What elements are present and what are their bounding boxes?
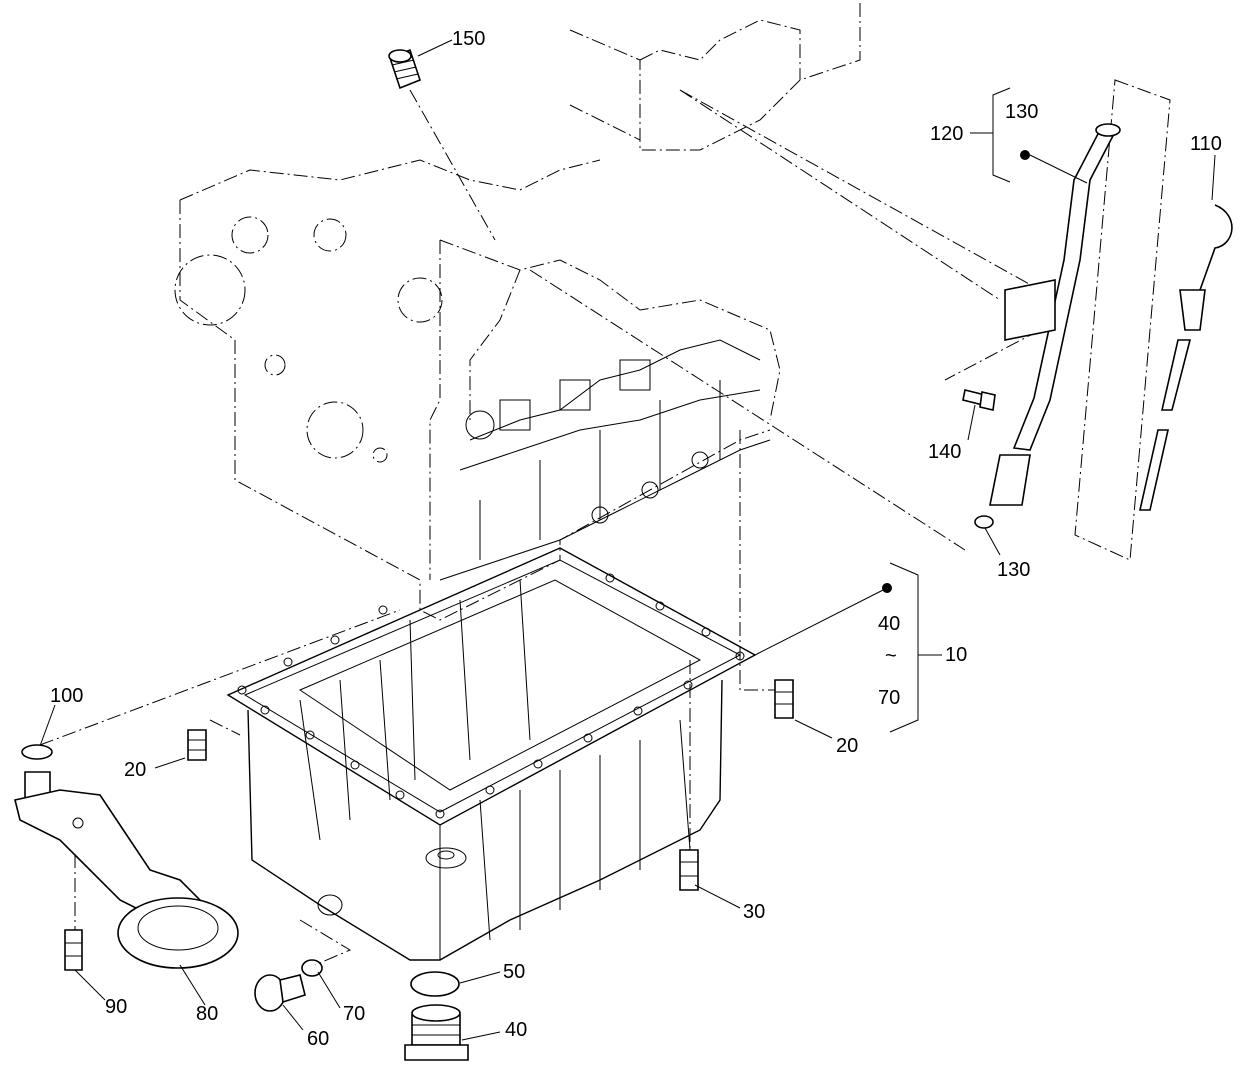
oil-pan <box>226 547 757 961</box>
drain-plug-40 <box>404 1004 469 1061</box>
gasket-70 <box>301 959 323 977</box>
drain-plug-60 <box>254 974 306 1012</box>
stud-30 <box>679 849 699 891</box>
label-30: 30 <box>743 901 765 923</box>
label-20-right: 20 <box>836 735 858 757</box>
dipstick-tube-120 <box>989 123 1121 506</box>
plug-150 <box>388 48 421 90</box>
oil-strainer-80 <box>14 744 239 969</box>
callout-leaders <box>39 39 1216 1041</box>
label-70-range: 70 <box>878 687 900 709</box>
engine-block <box>174 0 861 621</box>
flange-bolt-holes <box>237 573 745 819</box>
bolt-140 <box>962 389 996 411</box>
label-140: 140 <box>928 441 961 463</box>
label-40: 40 <box>505 1019 527 1041</box>
label-150: 150 <box>452 28 485 50</box>
stud-20-right <box>774 679 794 719</box>
label-110: 110 <box>1190 133 1222 155</box>
callout-labels: 150 120 130 110 140 130 10 40 ~ 70 20 20… <box>50 28 1222 1050</box>
dipstick-110 <box>1139 204 1233 511</box>
label-120: 120 <box>930 123 963 145</box>
label-130-top: 130 <box>1005 101 1038 123</box>
assembly-guide-lines <box>39 79 1171 966</box>
label-80: 80 <box>196 1003 218 1025</box>
label-40-range: 40 <box>878 613 900 635</box>
label-100: 100 <box>50 685 83 707</box>
o-ring-130 <box>974 515 994 529</box>
bolt-90 <box>64 929 83 971</box>
stud-20-left <box>187 729 207 761</box>
label-90: 90 <box>105 996 127 1018</box>
range-symbol: ~ <box>885 645 897 667</box>
label-10: 10 <box>945 644 967 666</box>
label-130-bottom: 130 <box>997 559 1030 581</box>
label-70: 70 <box>343 1003 365 1025</box>
gasket-50 <box>410 971 460 997</box>
label-60: 60 <box>307 1028 329 1050</box>
label-20-left: 20 <box>124 759 146 781</box>
label-50: 50 <box>503 961 525 983</box>
